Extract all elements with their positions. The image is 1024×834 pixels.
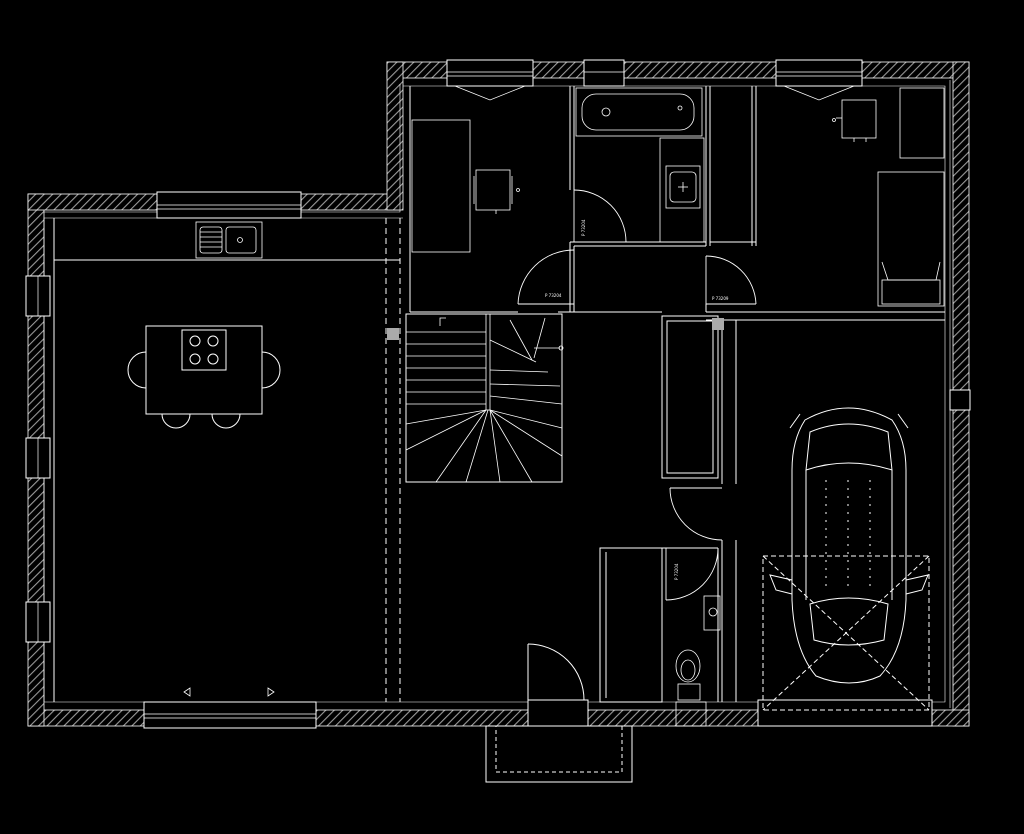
garage-door: [757, 555, 933, 727]
interior-walls: [53, 86, 945, 703]
entrance-door: [527, 643, 589, 727]
window-top-1: [446, 59, 534, 87]
kitchen-island: [127, 325, 281, 429]
window-top-2: [583, 59, 625, 87]
interior-doors: [517, 189, 757, 601]
window-top-3: [775, 59, 863, 87]
staircase: [405, 314, 564, 483]
bedroom-1-furniture: [411, 119, 520, 253]
door-tag-2: P 73204: [581, 219, 586, 236]
kitchen-sink: [195, 221, 263, 259]
door-tag-4: P 73204: [674, 563, 679, 580]
toilet: [675, 649, 707, 727]
column-2: [712, 318, 724, 330]
car: [769, 407, 929, 684]
bathroom-sink: [659, 137, 705, 243]
wc-sink: [703, 595, 721, 631]
window-right: [949, 389, 971, 411]
column-1: [387, 328, 399, 340]
windows: [25, 59, 971, 729]
bedroom-2-furniture: [832, 87, 945, 307]
bathtub: [575, 87, 703, 137]
door-tag-3: P 73209: [712, 296, 729, 301]
door-tag-1: P 73204: [545, 293, 562, 298]
window-bottom-bay: [143, 701, 317, 729]
wall-step: [386, 61, 404, 211]
